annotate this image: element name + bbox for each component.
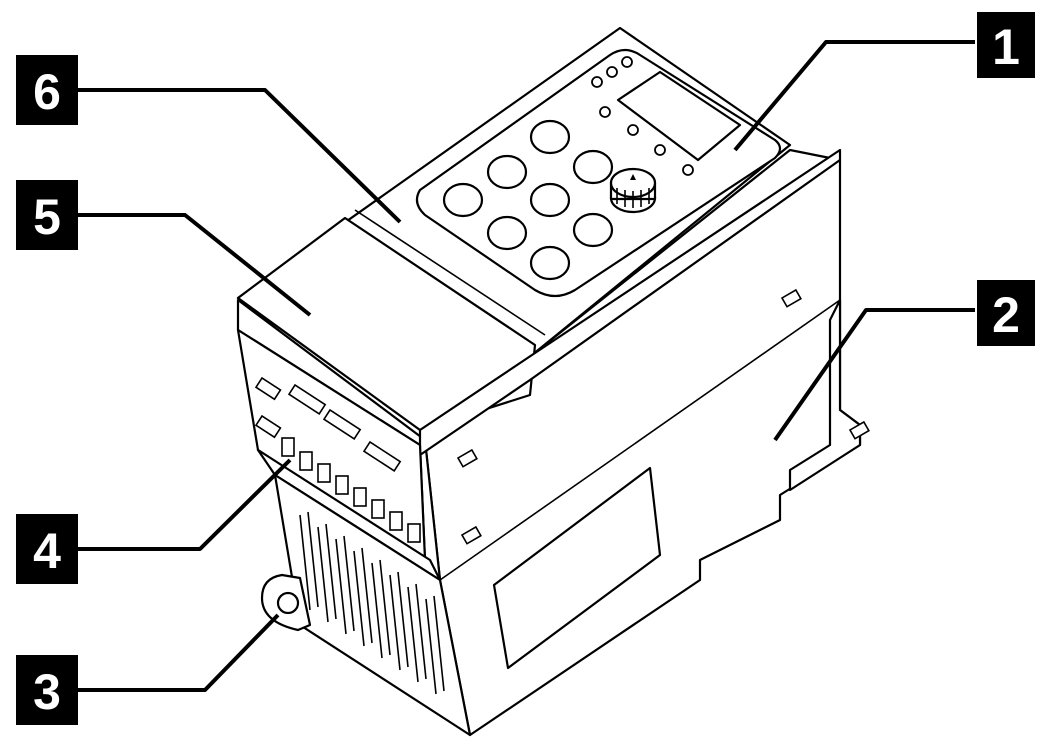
svg-text:2: 2 <box>992 287 1020 343</box>
keypad-panel <box>415 48 782 298</box>
leader-1 <box>733 40 975 152</box>
led-indicators <box>591 56 694 176</box>
callout-1: 1 <box>977 12 1035 78</box>
heatsink-fins <box>273 473 472 737</box>
callout-2: 2 <box>977 280 1035 346</box>
potentiometer-knob-icon <box>609 167 657 214</box>
terminal-block-connectors <box>281 437 421 543</box>
svg-text:3: 3 <box>33 664 61 720</box>
housing-right-side <box>423 148 870 737</box>
leader-4 <box>78 458 292 551</box>
callout-5: 5 <box>16 180 78 250</box>
leader-6 <box>78 88 402 224</box>
svg-text:4: 4 <box>33 523 61 579</box>
leader-2 <box>773 308 975 442</box>
leader-5 <box>78 213 312 317</box>
callout-3: 3 <box>16 655 78 725</box>
callout-6: 6 <box>16 55 78 125</box>
leader-3 <box>78 613 280 692</box>
callout-4: 4 <box>16 514 78 584</box>
leader-lines <box>78 40 975 692</box>
svg-text:5: 5 <box>33 189 61 245</box>
inverter-body <box>236 26 870 737</box>
keypad-buttons <box>442 119 614 281</box>
svg-text:1: 1 <box>992 19 1020 75</box>
svg-text:6: 6 <box>33 64 61 120</box>
terminal-area <box>236 328 442 582</box>
